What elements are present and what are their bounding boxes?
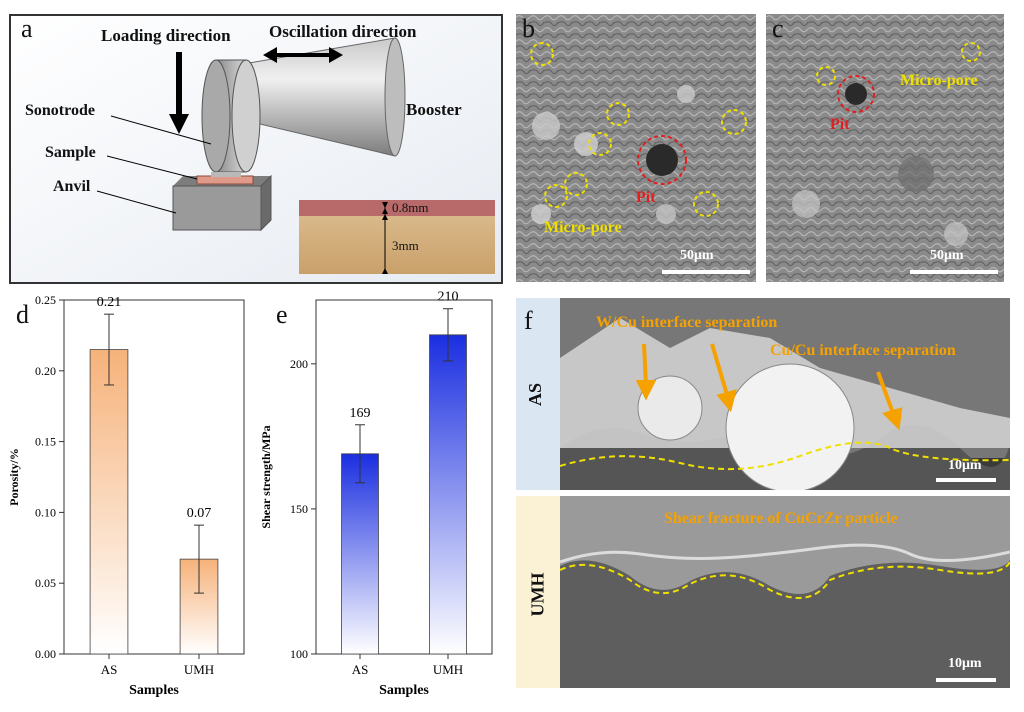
shear-fracture-label: Shear fracture of CuCrZr particle [664, 510, 898, 527]
loading-direction-label: Loading direction [101, 26, 231, 45]
panel-letter-f: f [524, 306, 533, 335]
y-axis-title: Porosity/% [7, 448, 21, 506]
pit-label-c: Pit [830, 116, 850, 133]
umh-side-label-bg [516, 496, 560, 688]
plot-frame [63, 299, 245, 655]
panel-letter-d: d [16, 300, 29, 329]
layer-bottom [299, 216, 495, 274]
booster-label: Booster [406, 100, 462, 119]
sample-label: Sample [45, 144, 96, 161]
oscillation-direction-label: Oscillation direction [269, 22, 417, 41]
y-tick-label: 0.20 [35, 364, 56, 378]
loading-arrow-icon [169, 114, 189, 134]
y-tick-label: 0.00 [35, 647, 56, 661]
data-label: 210 [438, 290, 459, 305]
oscillation-arrow-icon [263, 47, 277, 63]
panel-a: a Loading direction Oscillation directio… [9, 14, 503, 284]
panel-f: AS f W/Cu interface separation Cu/Cu int… [516, 298, 1010, 688]
y-tick-label: 150 [290, 502, 308, 516]
data-label: 0.21 [97, 295, 122, 310]
sonotrode-label: Sonotrode [25, 102, 95, 119]
anvil-label: Anvil [53, 178, 91, 195]
pit-label-b: Pit [636, 189, 656, 206]
scale-bar-f-bottom [936, 678, 996, 682]
panel-letter-c: c [772, 14, 784, 43]
x-tick-label: AS [101, 662, 118, 677]
layer-top [299, 200, 495, 216]
as-side-label-bg [516, 298, 560, 490]
bar [341, 453, 379, 655]
pit-icon [646, 144, 678, 176]
scale-label-c: 50μm [930, 248, 964, 263]
scale-bar-c [910, 270, 998, 274]
y-tick-label: 0.15 [35, 435, 56, 449]
scale-label-b: 50μm [680, 248, 714, 263]
sem-image-c: c Pit Micro-pore 50μm [766, 14, 1004, 282]
panel-letter-b: b [522, 14, 535, 43]
scale-label-f-top: 10μm [948, 458, 982, 473]
data-label: 169 [350, 406, 371, 421]
sem-image-f-as [560, 298, 1010, 490]
bar [429, 334, 467, 655]
x-tick-label: AS [352, 662, 369, 677]
umh-side-label: UMH [527, 572, 548, 617]
plot-frame [315, 299, 493, 655]
micro-pore-label-b: Micro-pore [544, 219, 622, 236]
y-axis-title: Shear strength/MPa [260, 425, 273, 528]
x-axis-title: Samples [129, 683, 179, 698]
pit-icon-c [845, 83, 867, 105]
x-axis-title: Samples [379, 683, 429, 698]
y-tick-label: 0.25 [35, 293, 56, 307]
sem-image-f-umh [560, 496, 1010, 688]
y-tick-label: 0.10 [35, 505, 56, 519]
scale-bar-b [662, 270, 750, 274]
ultrasonic-setup-diagram [11, 16, 501, 282]
dim-bottom-label: 3mm [392, 238, 419, 253]
x-tick-label: UMH [433, 662, 463, 677]
x-tick-label: UMH [184, 662, 214, 677]
y-tick-label: 200 [290, 357, 308, 371]
dim-top-label: 0.8mm [392, 200, 429, 215]
y-tick-label: 0.05 [35, 576, 56, 590]
cucu-separation-label: Cu/Cu interface separation [770, 342, 956, 359]
data-label: 0.07 [187, 506, 212, 521]
y-tick-label: 100 [290, 647, 308, 661]
sem-image-b: b Pit Micro-pore 50μm [516, 14, 756, 282]
wcu-separation-label: W/Cu interface separation [596, 314, 778, 331]
panel-letter-a: a [21, 14, 33, 43]
panel-letter-e: e [276, 300, 288, 329]
sample-shape [196, 175, 254, 185]
scale-bar-f-top [936, 478, 996, 482]
scale-label-f-bottom: 10μm [948, 656, 982, 671]
micro-pore-label-c: Micro-pore [900, 72, 978, 89]
bar [89, 349, 129, 655]
